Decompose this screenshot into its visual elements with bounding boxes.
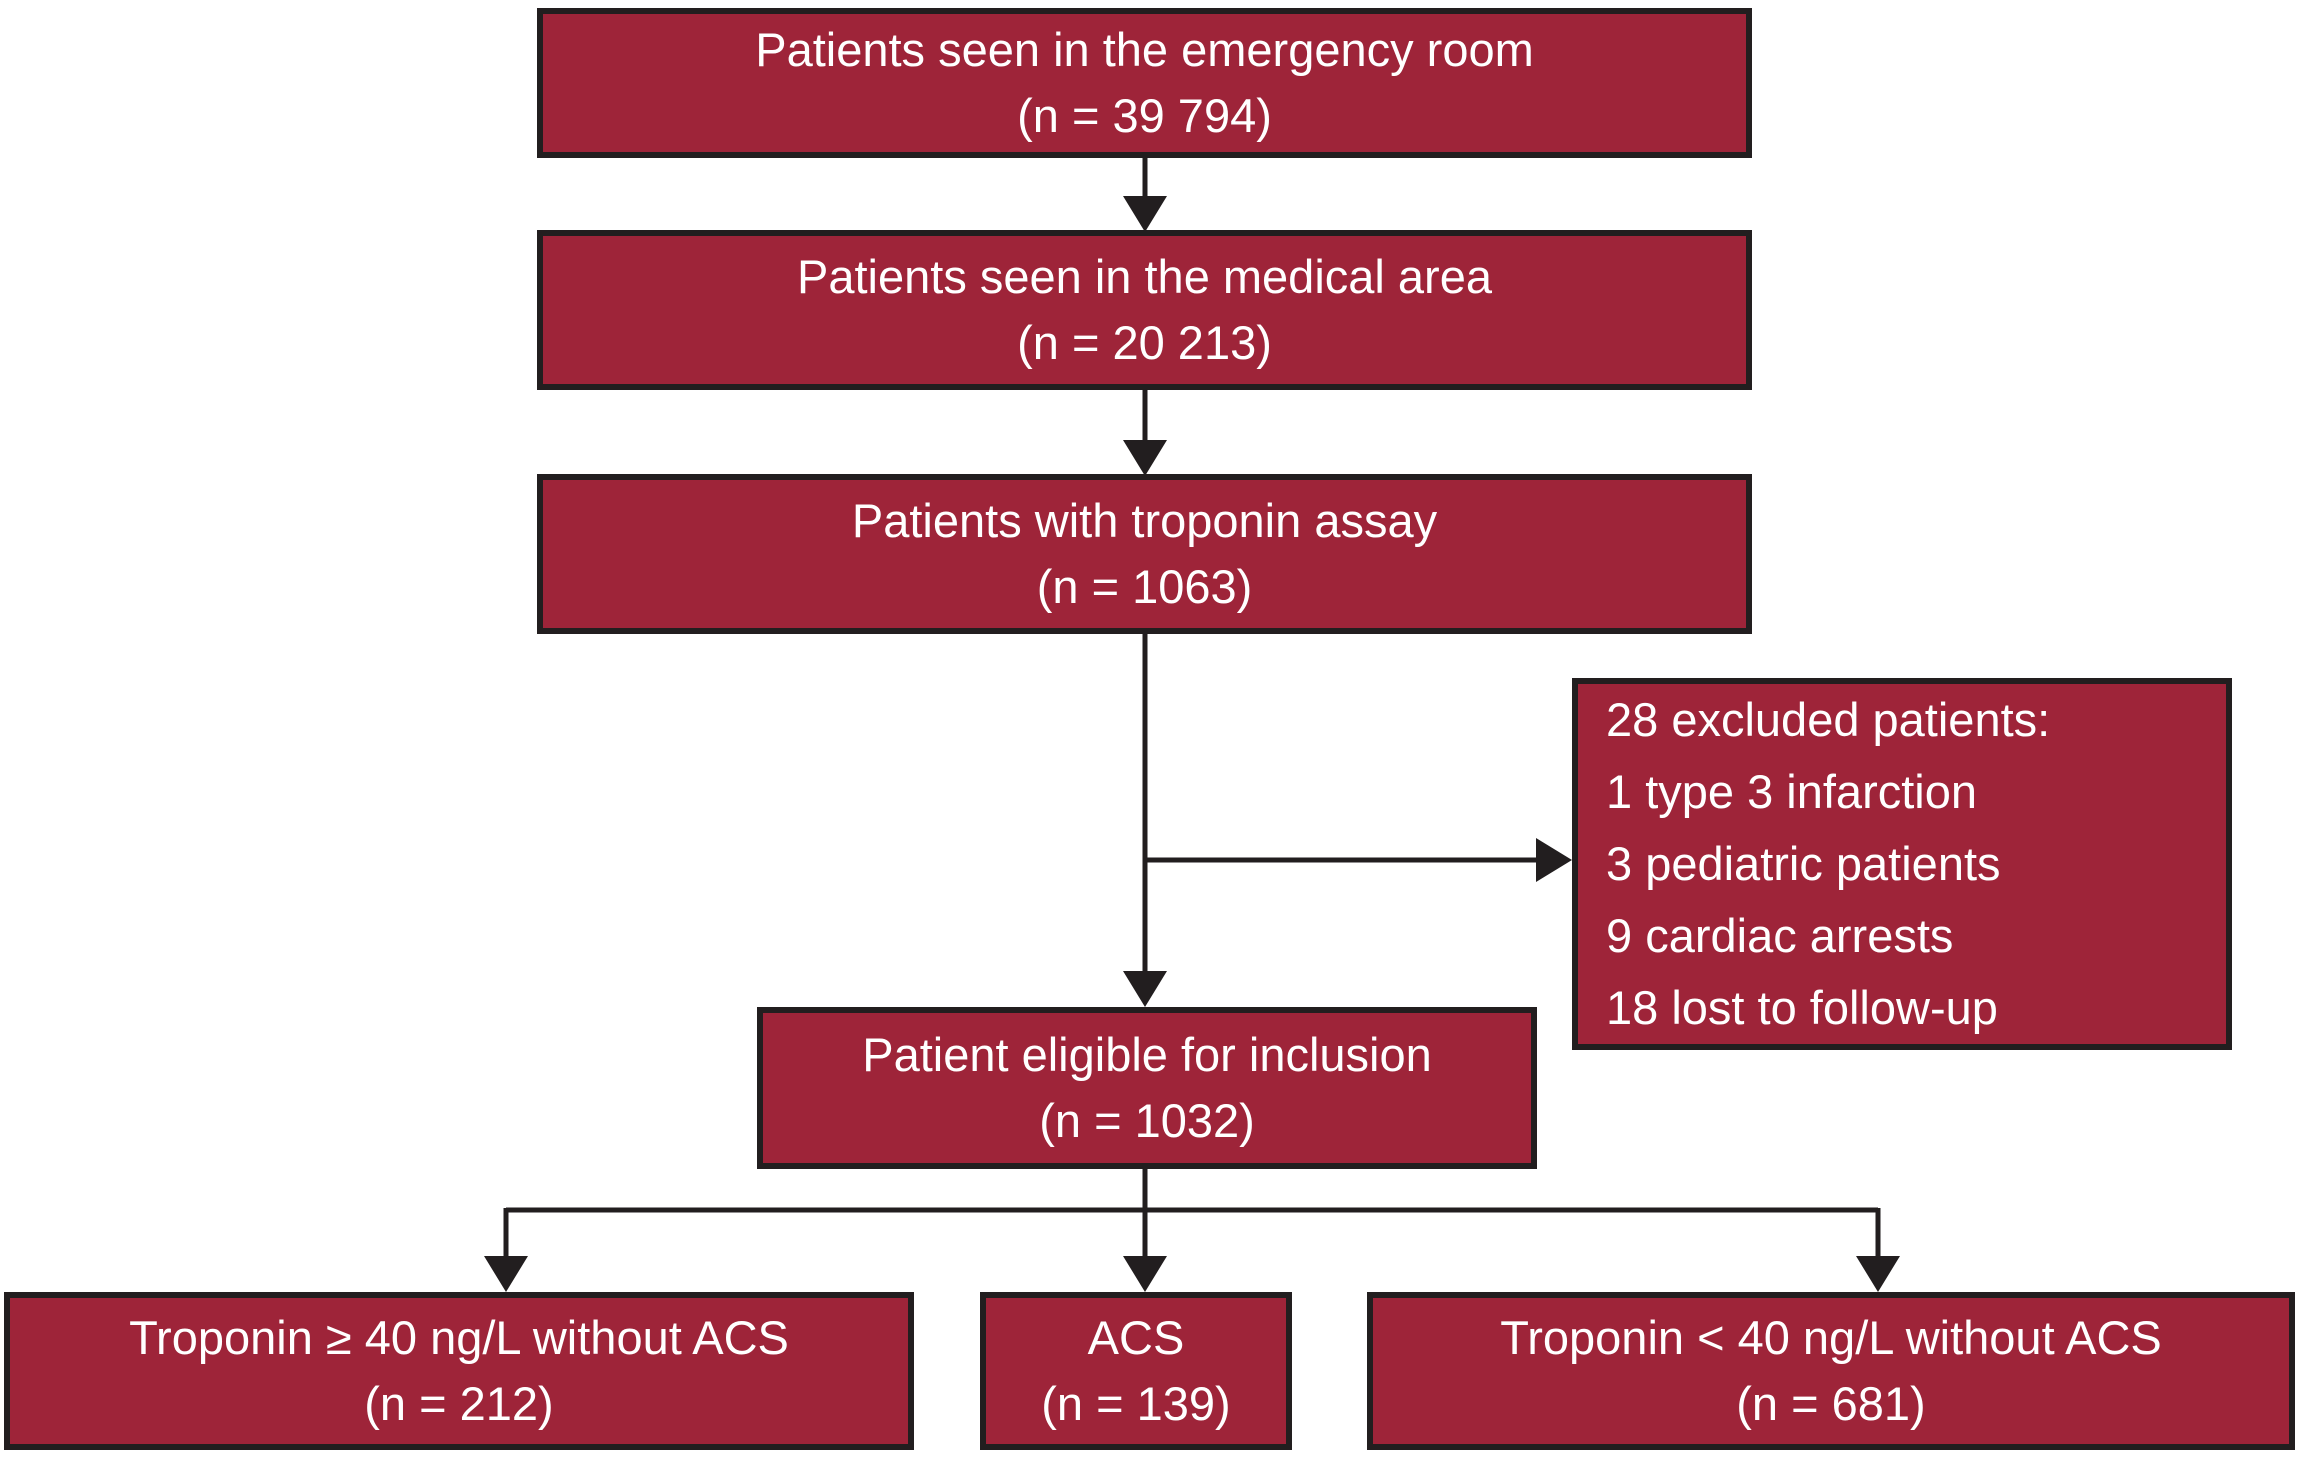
node-count: (n = 1032) xyxy=(1039,1094,1255,1147)
node-count: (n = 20 213) xyxy=(1017,316,1272,369)
node-title: ACS xyxy=(1087,1311,1185,1364)
arrow-medical-to-troponin xyxy=(1123,390,1167,476)
arrow-branch-to-excluded xyxy=(1145,838,1572,882)
node-eligible-for-inclusion: Patient eligible for inclusion (n = 1032… xyxy=(757,1007,1537,1169)
node-count: (n = 212) xyxy=(364,1377,554,1430)
node-title: Patients seen in the emergency room xyxy=(755,23,1534,76)
node-medical-area: Patients seen in the medical area (n = 2… xyxy=(537,230,1752,390)
node-title: Patients seen in the medical area xyxy=(797,250,1492,303)
node-count: (n = 39 794) xyxy=(1017,89,1272,142)
excluded-line: 28 excluded patients: xyxy=(1606,693,2051,746)
excluded-line: 18 lost to follow-up xyxy=(1606,981,1998,1034)
node-title: Patients with troponin assay xyxy=(851,494,1438,547)
node-troponin-high-without-acs: Troponin ≥ 40 ng/L without ACS (n = 212) xyxy=(4,1292,914,1450)
node-title: Patient eligible for inclusion xyxy=(862,1028,1432,1081)
arrow-troponin-to-eligible xyxy=(1123,634,1167,1007)
node-excluded-patients: 28 excluded patients: 1 type 3 infarctio… xyxy=(1572,678,2232,1050)
arrow-to-troponin-high xyxy=(484,1208,528,1292)
excluded-line: 3 pediatric patients xyxy=(1606,837,2001,890)
node-troponin-assay: Patients with troponin assay (n = 1063) xyxy=(537,474,1752,634)
node-emergency-room: Patients seen in the emergency room (n =… xyxy=(537,8,1752,158)
arrow-to-acs xyxy=(1123,1208,1167,1292)
arrow-emergency-to-medical xyxy=(1123,158,1167,232)
node-acs: ACS (n = 139) xyxy=(980,1292,1292,1450)
node-count: (n = 1063) xyxy=(1036,560,1253,613)
node-count: (n = 139) xyxy=(1041,1377,1231,1430)
excluded-line: 1 type 3 infarction xyxy=(1606,765,1977,818)
node-title: Troponin < 40 ng/L without ACS xyxy=(1500,1311,2162,1364)
fanout-rail xyxy=(506,1169,1878,1213)
node-count: (n = 681) xyxy=(1736,1377,1926,1430)
node-title: Troponin ≥ 40 ng/L without ACS xyxy=(129,1311,789,1364)
excluded-line: 9 cardiac arrests xyxy=(1606,909,1954,962)
arrow-to-troponin-low xyxy=(1856,1208,1900,1292)
node-troponin-low-without-acs: Troponin < 40 ng/L without ACS (n = 681) xyxy=(1367,1292,2295,1450)
